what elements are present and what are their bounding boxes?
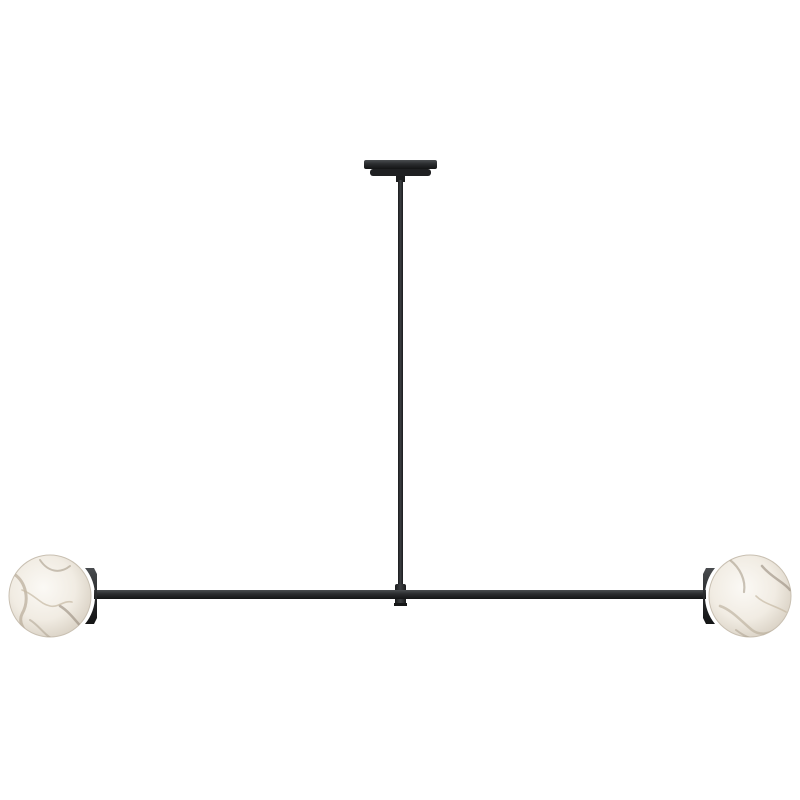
right-alabaster-globe: [703, 554, 792, 638]
vertical-stem: [398, 180, 403, 590]
left-alabaster-globe: [8, 554, 97, 638]
ceiling-canopy: [364, 160, 437, 182]
horizontal-crossbar: [94, 590, 706, 599]
